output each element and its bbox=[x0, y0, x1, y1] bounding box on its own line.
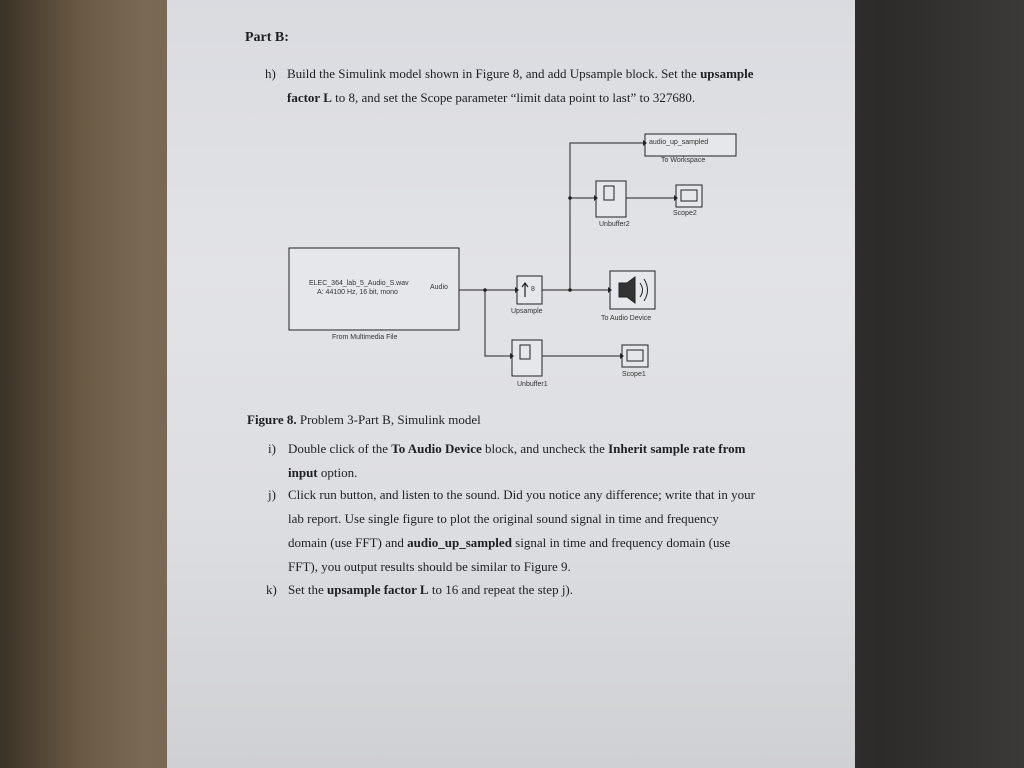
sound-waves-icon bbox=[639, 278, 648, 302]
item-j-line4: FFT), you output results should be simil… bbox=[288, 559, 571, 574]
unbuffer2-label: Unbuffer2 bbox=[599, 221, 630, 228]
item-h-marker: h) bbox=[265, 66, 276, 81]
upsample-block bbox=[516, 275, 543, 305]
unbuffer1-block bbox=[511, 339, 543, 377]
item-j-line1: Click run button, and listen to the soun… bbox=[288, 487, 755, 502]
item-i-text3: option. bbox=[317, 465, 358, 480]
part-heading: Part B: bbox=[245, 30, 289, 45]
item-i-bold1: To Audio Device bbox=[391, 441, 482, 456]
figure-caption: Figure 8. Problem 3-Part B, Simulink mod… bbox=[247, 412, 481, 428]
upsample-label: Upsample bbox=[511, 308, 543, 315]
item-h-line1: Build the Simulink model shown in Figure… bbox=[287, 62, 807, 86]
scope1-block bbox=[621, 344, 649, 368]
to-audio-device-label: To Audio Device bbox=[601, 315, 652, 322]
branch-point bbox=[483, 288, 487, 292]
scope1-screen bbox=[626, 349, 644, 362]
item-k-marker: k) bbox=[266, 582, 277, 597]
item-i-line2: input option. bbox=[288, 461, 357, 485]
unbuffer2-glyph bbox=[603, 185, 615, 201]
scope1-label: Scope1 bbox=[622, 371, 646, 378]
from-multimedia-file-block bbox=[288, 247, 460, 331]
source-filename: ELEC_364_lab_5_Audio_S.wav bbox=[309, 280, 409, 287]
source-format: A: 44100 Hz, 16 bit, mono bbox=[317, 289, 398, 296]
caption-text: Problem 3-Part B, Simulink model bbox=[296, 412, 481, 427]
item-i-text1: Double click of the bbox=[288, 441, 392, 456]
item-i-line1: Double click of the To Audio Device bloc… bbox=[288, 437, 788, 461]
unbuffer2-block bbox=[595, 180, 627, 218]
wire-source-unbuffer1 bbox=[484, 290, 510, 357]
item-h-text2: to 8, and set the Scope parameter “limit… bbox=[331, 90, 696, 105]
workspace-variable-name: audio_up_sampled bbox=[649, 139, 709, 146]
speaker-icon bbox=[618, 276, 636, 304]
item-h-bold2: factor L bbox=[287, 90, 332, 105]
item-k-text1: Set the bbox=[288, 582, 327, 597]
item-k-line: Set the upsample factor L to 16 and repe… bbox=[288, 578, 788, 602]
wire-to-workspace bbox=[569, 142, 643, 290]
upsample-factor: 8 bbox=[531, 286, 535, 293]
item-k-text2: to 16 and repeat the step j). bbox=[428, 582, 574, 597]
item-h-line2: factor L to 8, and set the Scope paramet… bbox=[287, 86, 807, 110]
source-port-label: Audio bbox=[430, 284, 448, 291]
item-h-bold: upsample bbox=[700, 66, 754, 81]
scope2-screen bbox=[680, 189, 698, 202]
item-i-bold3: input bbox=[288, 465, 318, 480]
item-i-bold2: Inherit sample rate from bbox=[608, 441, 746, 456]
item-h-text: Build the Simulink model shown in Figure… bbox=[287, 66, 701, 81]
item-i-text2: block, and uncheck the bbox=[481, 441, 609, 456]
unbuffer1-label: Unbuffer1 bbox=[517, 381, 548, 388]
item-j-text3a: domain (use FFT) and bbox=[288, 535, 408, 550]
to-workspace-label: To Workspace bbox=[661, 157, 706, 164]
item-j-bold3: audio_up_sampled bbox=[407, 535, 512, 550]
from-multimedia-file-label: From Multimedia File bbox=[332, 334, 398, 341]
to-workspace-block bbox=[644, 133, 737, 157]
caption-bold: Figure 8. bbox=[247, 412, 297, 427]
scope2-label: Scope2 bbox=[673, 210, 697, 217]
item-j-line2: lab report. Use single figure to plot th… bbox=[288, 511, 719, 526]
document-page: Part B: h) Build the Simulink model show… bbox=[167, 0, 855, 768]
item-j-text3c: signal in time and frequency domain (use bbox=[511, 535, 731, 550]
item-j-marker: j) bbox=[268, 487, 276, 502]
item-j-line3: domain (use FFT) and audio_up_sampled si… bbox=[288, 531, 798, 555]
simulink-diagram bbox=[288, 133, 737, 377]
item-k-bold1: upsample factor L bbox=[327, 582, 429, 597]
unbuffer1-glyph bbox=[519, 344, 531, 360]
scope2-block bbox=[675, 184, 703, 208]
item-i-marker: i) bbox=[268, 441, 276, 456]
